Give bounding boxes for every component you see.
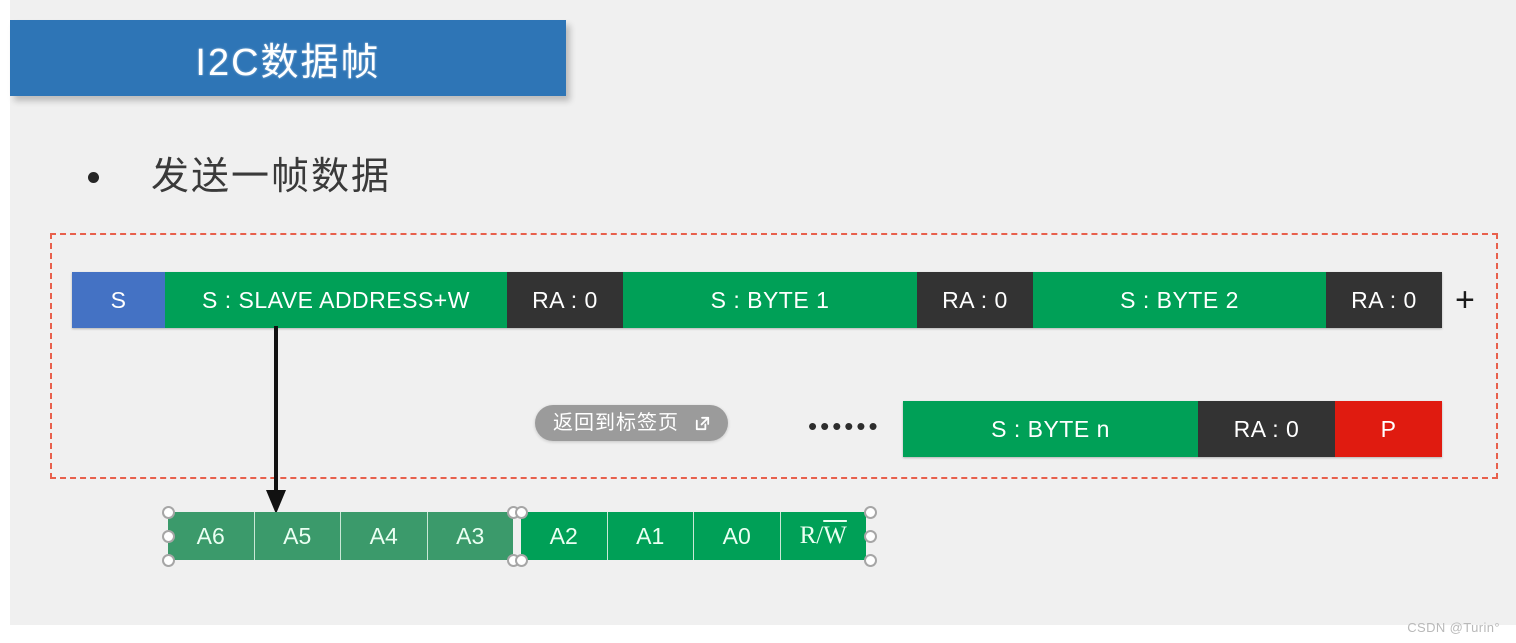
frame-block-slave-address: S : SLAVE ADDRESS+W: [165, 272, 507, 328]
address-bit-a4: A4: [341, 512, 428, 560]
callout-arrow-icon: [262, 326, 290, 516]
frame-block-stop: P: [1335, 401, 1442, 457]
frame-block-byte-n: S : BYTE n: [903, 401, 1198, 457]
slide-left-margin: [0, 0, 10, 643]
rw-prefix: R/: [799, 522, 824, 549]
page-title: I2C数据帧: [195, 41, 381, 84]
external-link-icon: [693, 414, 712, 433]
address-bit-a0: A0: [694, 512, 781, 560]
bullet-label: 发送一帧数据: [151, 156, 392, 198]
address-bit-rw: R/W: [780, 512, 866, 560]
dashed-highlight-region: [50, 233, 1498, 479]
frame-block-ack-2: RA : 0: [917, 272, 1033, 328]
address-bit-a3: A3: [427, 512, 513, 560]
selection-handle-a-top-left[interactable]: [162, 506, 175, 519]
selection-handle-b-mid-right[interactable]: [864, 530, 877, 543]
return-to-tab-label: 返回到标签页: [553, 412, 679, 434]
bullet-line: 发送一帧数据: [88, 158, 391, 196]
slide-bottom-margin: [0, 625, 1516, 643]
address-bits-group-high[interactable]: A6 A5 A4 A3: [168, 512, 513, 560]
plus-continuation-symbol: +: [1455, 281, 1475, 319]
selection-handle-a-bottom-left[interactable]: [162, 554, 175, 567]
rw-overline-w: W: [823, 522, 847, 549]
address-bit-a6: A6: [168, 512, 255, 560]
watermark-text: CSDN @Turin°: [1407, 620, 1500, 635]
bullet-dot-icon: [88, 171, 99, 183]
page-title-banner: I2C数据帧: [10, 20, 566, 96]
selection-handle-b-top-right[interactable]: [864, 506, 877, 519]
frame-block-ack-3: RA : 0: [1326, 272, 1442, 328]
frame-continuation-ellipsis: ••••••: [808, 411, 881, 441]
i2c-frame-row-final: S : BYTE n RA : 0 P: [903, 401, 1442, 457]
frame-block-start: S: [72, 272, 165, 328]
return-to-tab-button[interactable]: 返回到标签页: [535, 405, 728, 441]
address-bit-a5: A5: [254, 512, 341, 560]
selection-handle-b-bottom-right[interactable]: [864, 554, 877, 567]
frame-block-byte-1: S : BYTE 1: [623, 272, 917, 328]
address-bit-a2: A2: [521, 512, 608, 560]
frame-block-ack-n: RA : 0: [1198, 401, 1335, 457]
selection-handle-b-top-left[interactable]: [515, 506, 528, 519]
selection-handle-b-bottom-left[interactable]: [515, 554, 528, 567]
address-bit-a1: A1: [607, 512, 694, 560]
selection-handle-a-mid-left[interactable]: [162, 530, 175, 543]
frame-block-ack-1: RA : 0: [507, 272, 623, 328]
i2c-frame-row-primary: S S : SLAVE ADDRESS+W RA : 0 S : BYTE 1 …: [72, 272, 1442, 328]
frame-block-byte-2: S : BYTE 2: [1033, 272, 1326, 328]
address-bits-group-low[interactable]: A2 A1 A0 R/W: [521, 512, 866, 560]
